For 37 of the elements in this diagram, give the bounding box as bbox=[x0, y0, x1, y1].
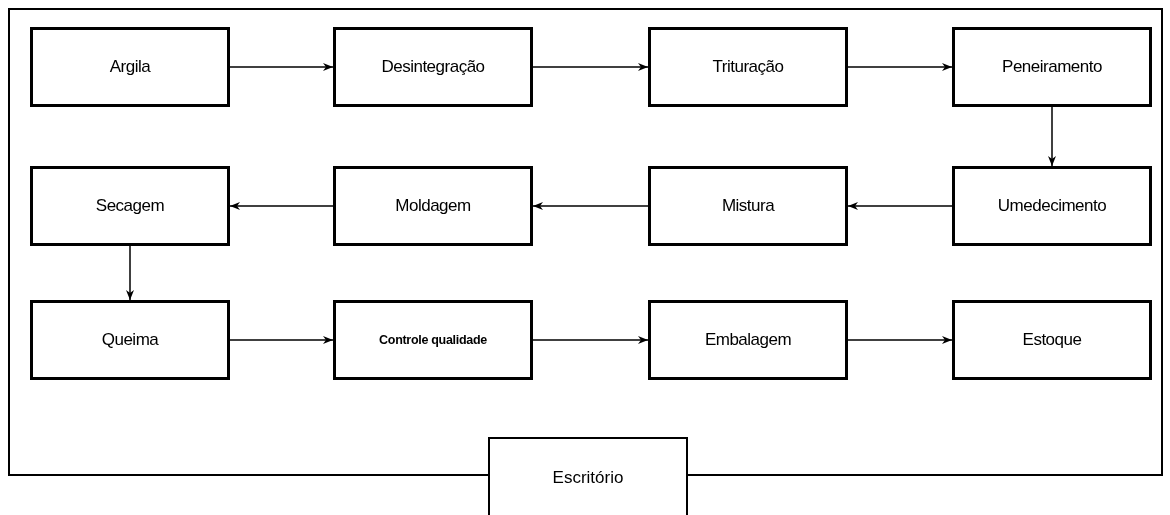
process-box bbox=[333, 300, 533, 380]
process-box bbox=[333, 27, 533, 107]
office-box bbox=[488, 437, 688, 515]
node-label: Trituração bbox=[712, 57, 784, 77]
process-box bbox=[952, 300, 1152, 380]
node-label: Controle qualidade bbox=[379, 333, 487, 347]
process-box bbox=[333, 166, 533, 246]
node-label: Desintegração bbox=[381, 57, 485, 77]
node-label: Queima bbox=[101, 330, 159, 350]
process-box bbox=[648, 300, 848, 380]
node-label: Secagem bbox=[95, 196, 165, 216]
arrow bbox=[847, 336, 953, 344]
process-box bbox=[952, 166, 1152, 246]
process-box bbox=[952, 27, 1152, 107]
node-label: Moldagem bbox=[395, 196, 471, 216]
arrow bbox=[847, 202, 953, 210]
node-label: Peneiramento bbox=[1002, 57, 1102, 77]
node-label: Mistura bbox=[721, 196, 775, 216]
arrow bbox=[532, 336, 649, 344]
process-box bbox=[648, 27, 848, 107]
process-box bbox=[648, 166, 848, 246]
arrow bbox=[847, 63, 953, 71]
node-label: Umedecimento bbox=[997, 196, 1107, 216]
process-box bbox=[30, 300, 230, 380]
node-label: Embalagem bbox=[704, 330, 792, 350]
arrow bbox=[532, 202, 649, 210]
node-label: Estoque bbox=[1022, 330, 1082, 350]
process-box bbox=[30, 166, 230, 246]
arrow bbox=[229, 336, 334, 344]
arrow bbox=[1048, 106, 1056, 167]
arrow bbox=[126, 245, 134, 301]
node-label: Escritório bbox=[552, 468, 624, 488]
arrow bbox=[532, 63, 649, 71]
node-label: Argila bbox=[109, 57, 151, 77]
arrow bbox=[229, 202, 334, 210]
arrow bbox=[229, 63, 334, 71]
process-box bbox=[30, 27, 230, 107]
